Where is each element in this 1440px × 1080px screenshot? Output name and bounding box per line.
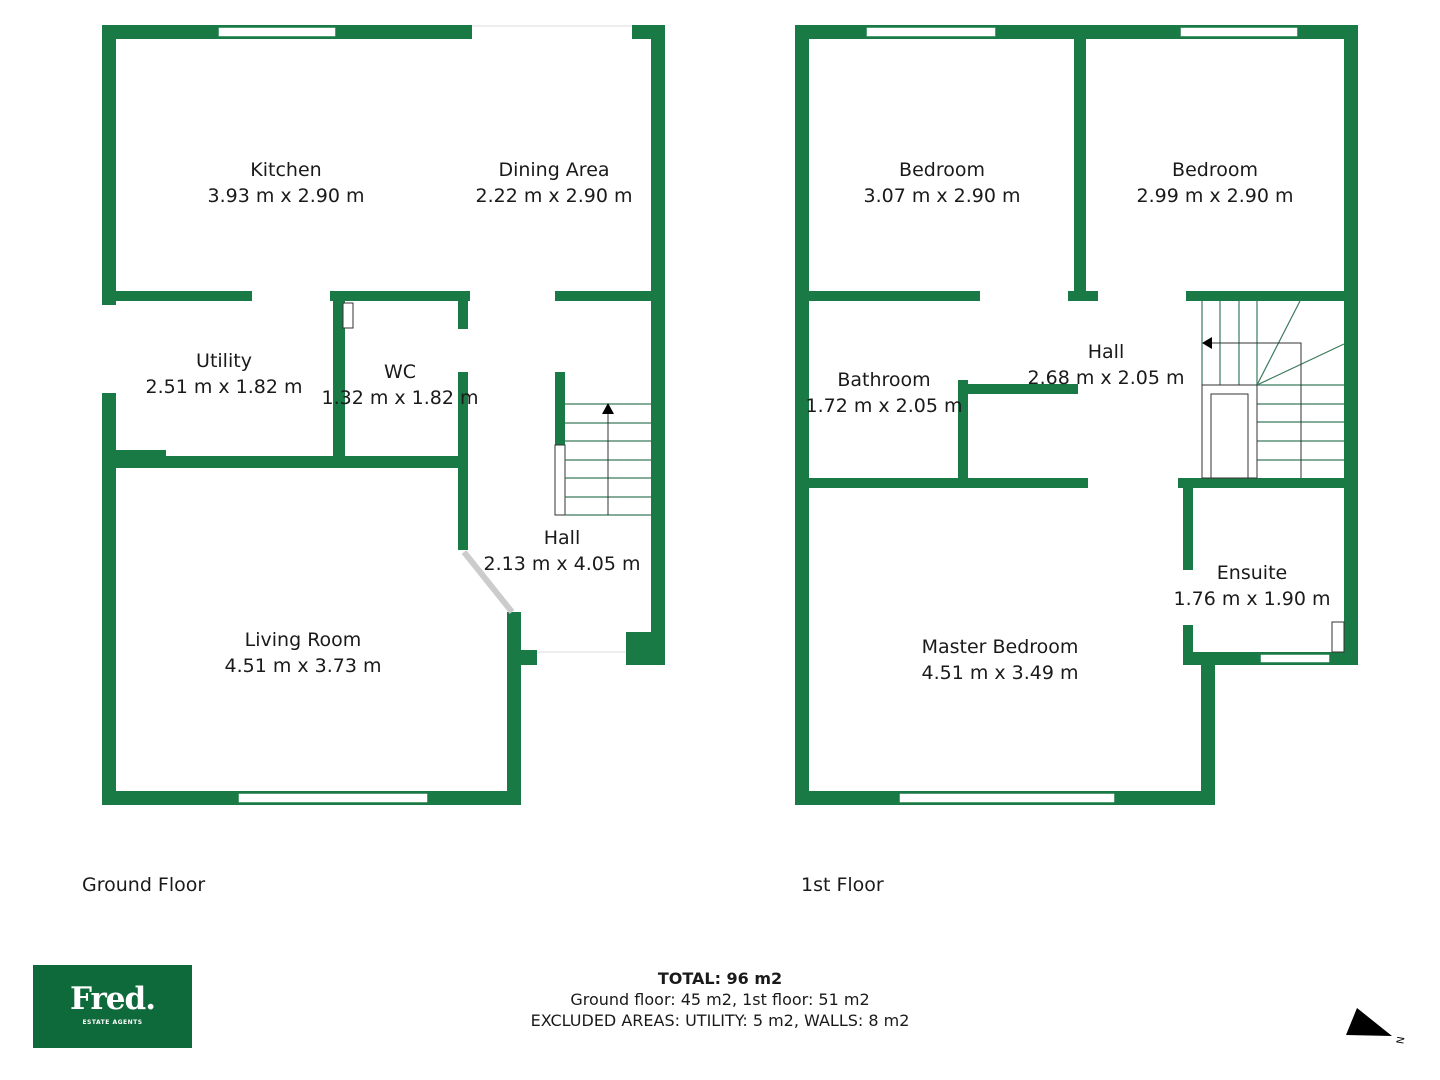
ground-stairs [565,403,651,516]
north-arrow-icon: N [1346,1008,1408,1045]
first-floor-label: 1st Floor [801,874,884,896]
first-floor-stairs [1201,300,1345,479]
first-floor-walls [795,25,1358,805]
excluded-areas: EXCLUDED AREAS: UTILITY: 5 m2, WALLS: 8 … [530,1011,910,1030]
fred-estate-agents-logo: Fred. ESTATE AGENTS [33,965,192,1048]
ground-floor-walls [102,25,665,805]
svg-text:N: N [1395,1036,1407,1045]
logo-name: Fred. [70,981,156,1017]
total-area: TOTAL: 96 m2 [657,969,783,988]
area-totals: TOTAL: 96 m2 Ground floor: 45 m2, 1st fl… [531,968,910,1031]
ground-floor-label: Ground Floor [82,874,206,896]
floor-areas: Ground floor: 45 m2, 1st floor: 51 m2 [570,990,870,1009]
logo-tagline: ESTATE AGENTS [82,1019,143,1026]
